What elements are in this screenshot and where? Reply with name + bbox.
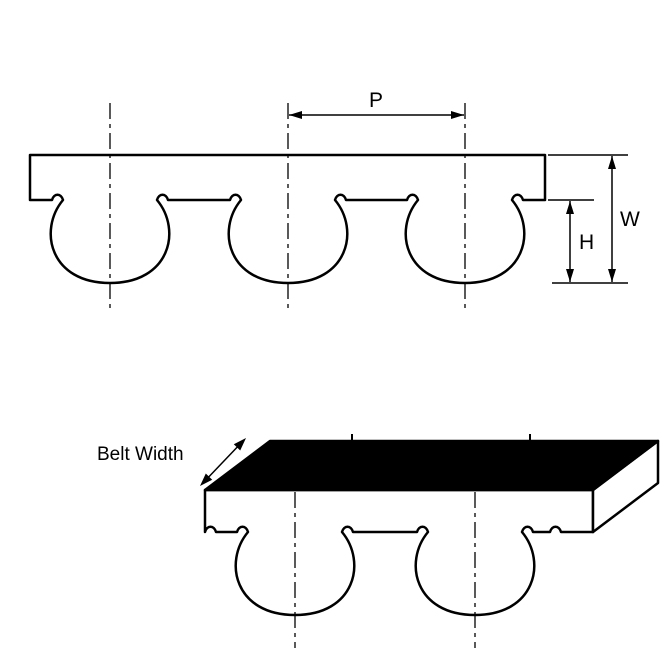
width-label: W [620,208,640,231]
pitch-arrow-right [451,111,464,119]
height-label: H [579,231,594,254]
isometric-view: Belt Width [97,434,660,648]
height-arrow-down [566,269,574,282]
belt-width-annotation: Belt Width [97,438,246,486]
width-arrow-down [608,269,616,282]
belt-cross-section [28,153,547,285]
width-arrow-up [608,156,616,169]
belt-front-face [203,488,595,617]
pitch-dimension: P [289,89,464,119]
height-dimension: H [548,199,594,282]
pitch-label: P [369,89,383,112]
width-dimension: W [548,154,640,284]
pitch-arrow-left [289,111,302,119]
height-arrow-up [566,201,574,214]
belt-width-label: Belt Width [97,444,184,465]
belt-top-face [203,439,660,492]
profile-view: P W H [28,89,640,312]
belt-width-arrow-head-upper [233,438,246,451]
belt-width-arrow-head-lower [200,473,213,486]
